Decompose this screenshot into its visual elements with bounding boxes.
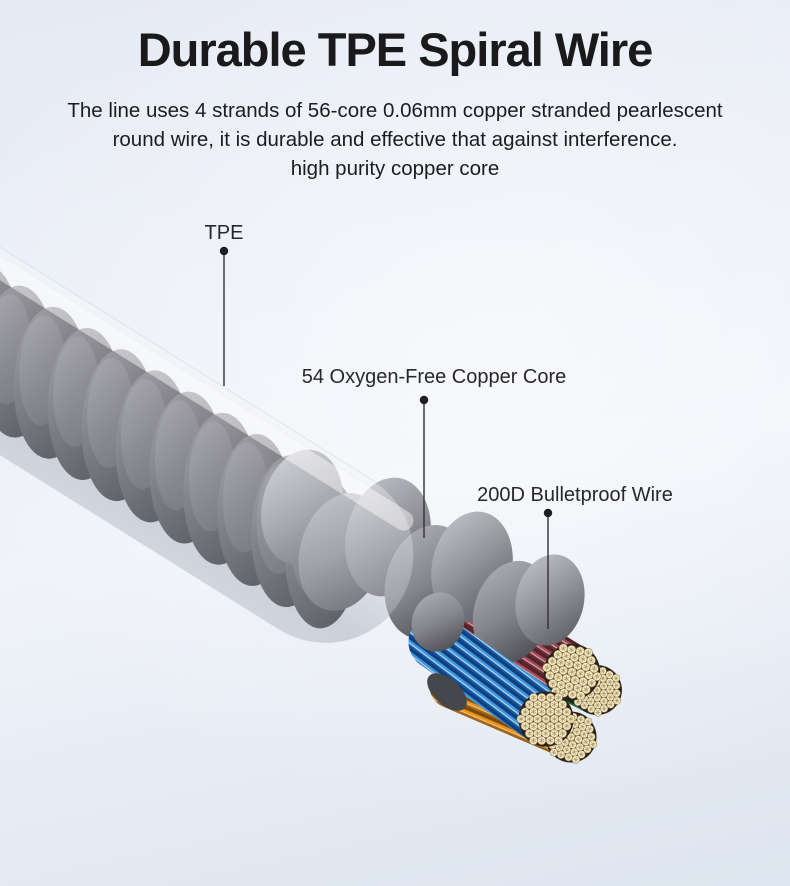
- jacket-mouth: [411, 592, 467, 711]
- subtitle-line-1: The line uses 4 strands of 56-core 0.06m…: [67, 99, 723, 122]
- leader-dot-copper-core: [419, 395, 429, 405]
- page-title: Durable TPE Spiral Wire: [137, 23, 654, 76]
- leader-dot-tpe: [219, 246, 229, 256]
- leader-dot-bulletproof: [543, 508, 553, 518]
- leader-lines: [223, 251, 549, 629]
- subtitle: The line uses 4 strands of 56-core 0.06m…: [0, 96, 790, 183]
- callout-label-tpe: TPE: [204, 222, 244, 244]
- leader-dots: [219, 246, 553, 518]
- callout-label-copper-core: 54 Oxygen-Free Copper Core: [301, 366, 567, 388]
- callout-label-bulletproof: 200D Bulletproof Wire: [477, 484, 673, 506]
- tpe-tube-front: [0, 207, 415, 644]
- subtitle-line-3: high purity copper core: [290, 157, 500, 180]
- subtitle-line-2: round wire, it is durable and effective …: [112, 128, 678, 151]
